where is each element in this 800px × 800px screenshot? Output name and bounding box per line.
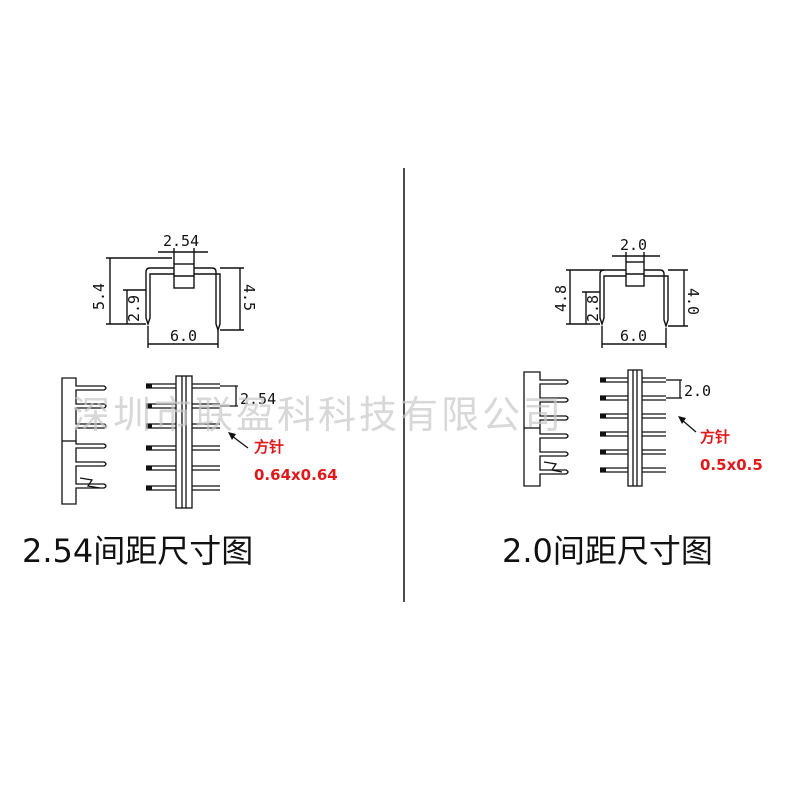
right-pin-tip — [600, 414, 606, 418]
left-pin-tip — [146, 404, 152, 408]
right-side-label: 4.0 — [684, 288, 702, 315]
company-watermark: 深圳市联盈科科技有限公司 — [72, 393, 564, 437]
right-section-title: 2.0间距尺寸图 — [502, 532, 713, 570]
right-pitch-label: 2.0 — [620, 236, 647, 254]
left-height-label: 5.4 — [90, 283, 108, 310]
right-profile-outline — [523, 371, 569, 487]
left-pin-size-note: 0.64x0.64 — [254, 466, 338, 484]
left-housing — [175, 375, 193, 509]
left-pin-tip — [146, 384, 152, 388]
right-side-view — [566, 252, 688, 348]
right-row-pitch-label: 2.0 — [684, 382, 711, 400]
right-front-profile — [523, 371, 569, 487]
left-bottom-label: 6.0 — [170, 327, 197, 345]
right-height-label: 4.8 — [552, 285, 570, 312]
left-pitch-label: 2.54 — [163, 232, 199, 250]
left-pin-type-note: 方针 — [254, 438, 284, 456]
left-row-pitch-label: 2.54 — [240, 390, 276, 408]
left-pin-tip — [146, 466, 152, 470]
right-top-view — [600, 369, 682, 487]
left-top-view — [146, 375, 238, 509]
right-pin-long — [644, 269, 669, 329]
left-pin-tip — [146, 486, 152, 490]
left-pin-tips — [146, 384, 152, 490]
left-front-profile — [61, 377, 107, 505]
right-pin-tip — [600, 468, 606, 472]
right-housing — [627, 369, 643, 487]
left-pin-length-label: 2.9 — [125, 295, 143, 322]
left-section-title: 2.54间距尺寸图 — [22, 532, 253, 570]
left-pin-tip — [146, 446, 152, 450]
left-side-label: 4.5 — [240, 284, 258, 311]
right-pin-size-note: 0.5x0.5 — [700, 456, 763, 474]
right-pin-tip — [600, 432, 606, 436]
right-annotation-arrowhead — [678, 416, 686, 424]
right-pin-tip — [600, 396, 606, 400]
right-pin-short — [599, 269, 626, 327]
right-annotation-arrow — [681, 419, 697, 433]
left-annotation-arrowhead — [228, 432, 236, 440]
left-pin-short — [145, 267, 174, 327]
right-profile-notch — [543, 461, 563, 473]
left-profile-notch — [79, 477, 101, 489]
right-pin-tip — [600, 450, 606, 454]
right-pin-tips — [600, 378, 606, 472]
right-pin-type-note: 方针 — [700, 428, 730, 446]
left-annotation-arrow — [231, 435, 249, 449]
left-profile-outline — [61, 377, 107, 505]
right-pin-length-label: 2.8 — [584, 295, 602, 322]
right-bottom-label: 6.0 — [620, 327, 647, 345]
left-side-view — [106, 248, 244, 348]
left-pin-tip — [146, 424, 152, 428]
left-pin-long — [194, 267, 221, 333]
right-pin-tip — [600, 378, 606, 382]
